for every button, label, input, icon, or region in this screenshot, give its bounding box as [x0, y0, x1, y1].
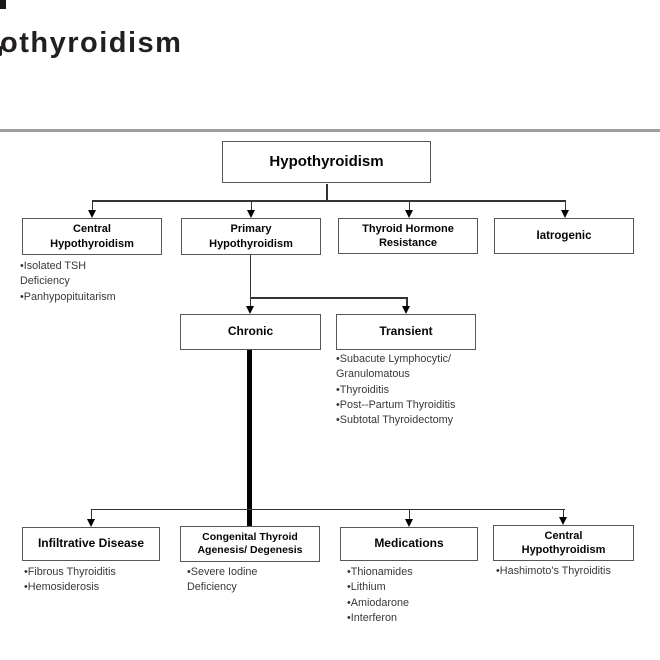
central-hypothyroidism-bullet-list: •Isolated TSH Deficiency •Panhypopituitari… — [20, 259, 140, 305]
bullet-line: •Thionamides — [347, 566, 413, 578]
divider-line — [0, 129, 660, 132]
bullet-line: Deficiency — [20, 275, 70, 288]
node-label-line: Resistance — [378, 237, 438, 249]
node-label-line: Thyroid Hormone — [362, 222, 454, 235]
node-label-line: Iatrogenic — [536, 229, 592, 242]
node-medications: Medications — [340, 527, 478, 561]
bullet-line: Granulomatous — [336, 368, 410, 381]
bullet-line: Deficiency — [187, 581, 237, 594]
arrowhead-down-icon — [558, 516, 567, 525]
bullet-line: •Post--Partum Thyroiditis — [336, 398, 456, 411]
bullet-line: •Fibrous Thyroiditis — [24, 566, 116, 578]
node-chronic: Chronic — [180, 314, 321, 350]
node-iatrogenic: Iatrogenic — [494, 218, 634, 254]
node-label-line: Hypothyroidism — [269, 153, 384, 171]
node-label-line: Primary — [230, 223, 272, 236]
connector-stem — [562, 509, 564, 517]
node-label-line: Medications — [374, 536, 444, 551]
bullet-line: •Amiodarone — [347, 596, 409, 609]
bullet-line: •Hemosiderosis — [24, 581, 100, 594]
bullet-line: •Subtotal Thyroidectomy — [336, 414, 454, 427]
connector-chronic-thick-stem — [247, 350, 252, 527]
central-bottom-bullet-list: •Hashimoto's Thyroiditis — [496, 564, 646, 579]
connector-root-stem — [326, 184, 328, 201]
connector-stem — [408, 200, 410, 211]
arrowhead-down-icon — [404, 210, 413, 218]
node-label-line: Hypothyroidism — [50, 237, 134, 250]
connector-stem — [91, 200, 93, 211]
transient-bullet-list: •Subacute Lymphocytic/Granulomatous •Thyr… — [336, 352, 486, 428]
node-label-line: Hypothyroidism — [521, 544, 606, 556]
bullet-line: •Severe Iodine — [187, 566, 258, 578]
bullet-line: •Hashimoto's Thyroiditis — [496, 565, 611, 577]
arrowhead-down-icon — [560, 210, 569, 218]
connector-stem — [90, 509, 92, 519]
bullet-line: •Thyroiditis — [336, 383, 389, 396]
bullet-line: •Panhypopituitarism — [20, 290, 116, 303]
arrowhead-down-icon — [245, 305, 254, 314]
connector-stem — [564, 200, 566, 211]
infiltrative-disease-bullet-list: •Fibrous Thyroiditis •Hemosiderosis — [24, 565, 164, 596]
node-infiltrative-disease: Infiltrative Disease — [22, 527, 160, 561]
clipped-heading-fragment — [0, 46, 2, 56]
arrowhead-down-icon — [87, 210, 96, 218]
node-label-line: Congenital Thyroid — [202, 530, 298, 543]
bullet-line: •Subacute Lymphocytic/ — [336, 353, 452, 365]
connector-stem — [250, 200, 252, 211]
node-label-line: Central — [73, 223, 111, 236]
connector-stem — [249, 297, 251, 307]
node-label-line: Infiltrative Disease — [37, 536, 145, 551]
node-label-line: Transient — [379, 324, 433, 339]
connector-primary-stem — [249, 255, 251, 298]
node-label-line: Chronic — [227, 324, 274, 339]
connector-stem — [408, 509, 410, 519]
node-label-line: Hypothyroidism — [209, 237, 293, 250]
connector-stem — [406, 297, 408, 307]
node-label-line: Agenesis/ Degenesis — [197, 544, 303, 556]
bullet-line: •Lithium — [347, 581, 386, 594]
arrowhead-down-icon — [404, 518, 413, 527]
clipped-glyph-fragment — [0, 0, 6, 9]
node-transient: Transient — [336, 314, 476, 350]
medications-bullet-list: •Thionamides •Lithium •Amiodarone •Interfer… — [347, 565, 467, 626]
node-hypothyroidism-root: Hypothyroidism — [222, 141, 431, 183]
bullet-line: •Interferon — [347, 611, 397, 624]
bullet-line: •Isolated TSH — [20, 260, 86, 272]
arrowhead-down-icon — [402, 305, 411, 314]
node-label-line: Central — [544, 529, 583, 542]
connector-level3-hbar — [91, 509, 565, 511]
arrowhead-down-icon — [246, 210, 255, 218]
arrowhead-down-icon — [86, 518, 95, 527]
connector-level1-hbar — [91, 200, 566, 202]
connector-level2-hbar — [249, 297, 408, 299]
page-heading: othyroidism — [0, 27, 183, 59]
